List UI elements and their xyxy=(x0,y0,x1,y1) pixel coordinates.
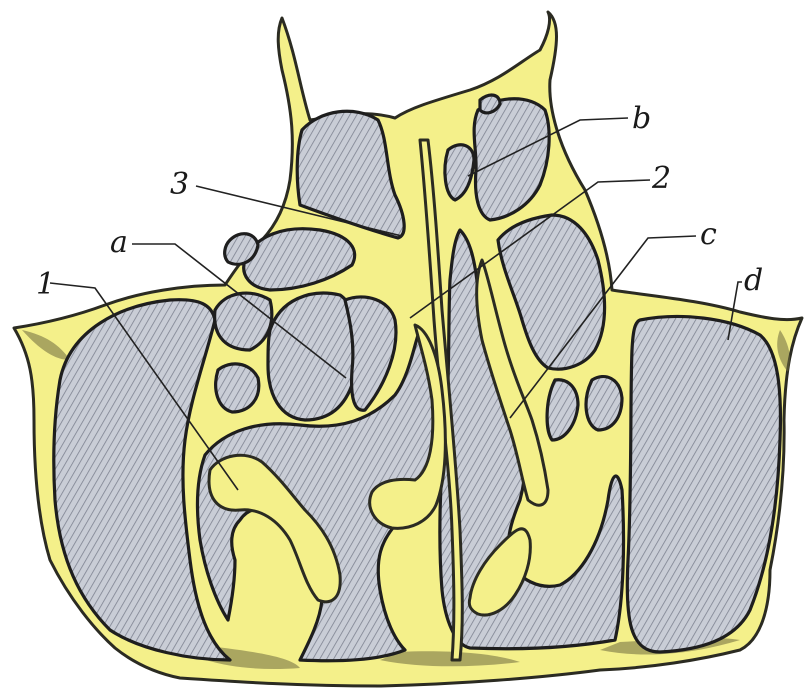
right-ethmoid-cell-2 xyxy=(586,377,622,430)
ethmoid-cell-4 xyxy=(216,364,259,412)
label-b: b xyxy=(632,101,651,136)
label-c: c xyxy=(700,217,717,252)
label-a: a xyxy=(110,225,128,260)
ethmoid-cell-2 xyxy=(215,293,272,350)
label-1: 1 xyxy=(36,267,55,302)
label-d: d xyxy=(744,263,763,298)
label-3: 3 xyxy=(170,167,189,202)
ethmoid-cell-a xyxy=(268,293,357,420)
right-small-cell-2 xyxy=(480,95,500,113)
label-2: 2 xyxy=(651,161,671,196)
